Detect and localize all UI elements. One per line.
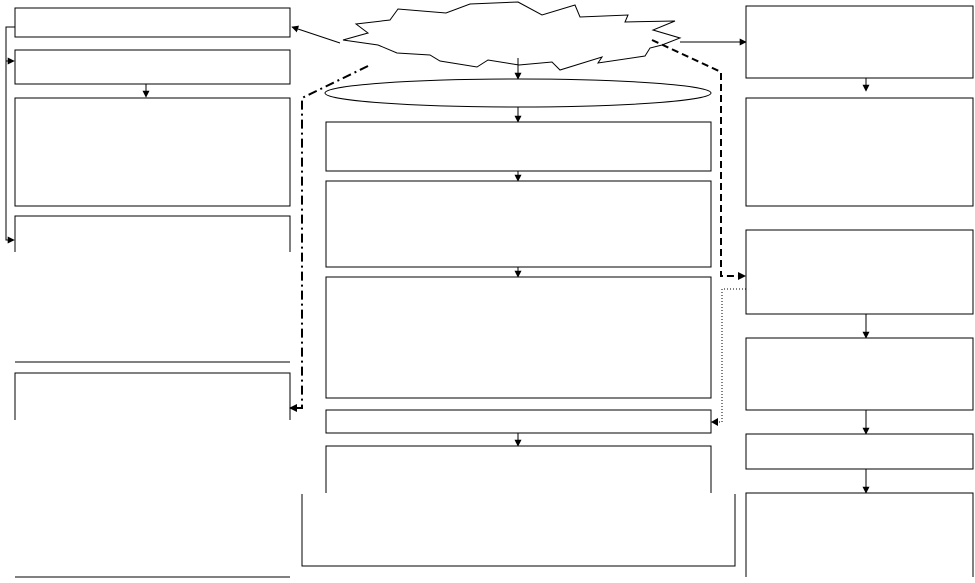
central-ellipse bbox=[324, 78, 712, 108]
center-box-4 bbox=[325, 409, 712, 434]
left-box-5 bbox=[14, 372, 291, 420]
right-box-4 bbox=[745, 337, 974, 411]
dashed-arrowhead bbox=[738, 272, 746, 280]
center-box-2 bbox=[325, 180, 712, 268]
center-box-1 bbox=[325, 121, 712, 172]
left-box-1 bbox=[14, 7, 291, 38]
dash-dot-arrowhead bbox=[289, 404, 297, 412]
dotted-arrowhead bbox=[711, 418, 718, 426]
dotted-connector bbox=[714, 288, 746, 423]
left-box-2 bbox=[14, 49, 291, 85]
right-box-2 bbox=[745, 97, 974, 207]
right-box-3 bbox=[745, 229, 974, 315]
left-box-4 bbox=[14, 215, 291, 252]
left-connectors bbox=[5, 26, 150, 244]
center-box-3 bbox=[325, 276, 712, 399]
central-starburst bbox=[342, 1, 682, 71]
bottom-bracket bbox=[301, 494, 736, 567]
left-box-3 bbox=[14, 97, 291, 207]
burst-to-left-arrow bbox=[291, 25, 341, 44]
right-box-5 bbox=[745, 433, 974, 470]
right-box-6 bbox=[745, 492, 974, 577]
center-box-5 bbox=[325, 445, 712, 493]
dashed-connector bbox=[651, 39, 742, 277]
right-box-1 bbox=[745, 5, 974, 79]
